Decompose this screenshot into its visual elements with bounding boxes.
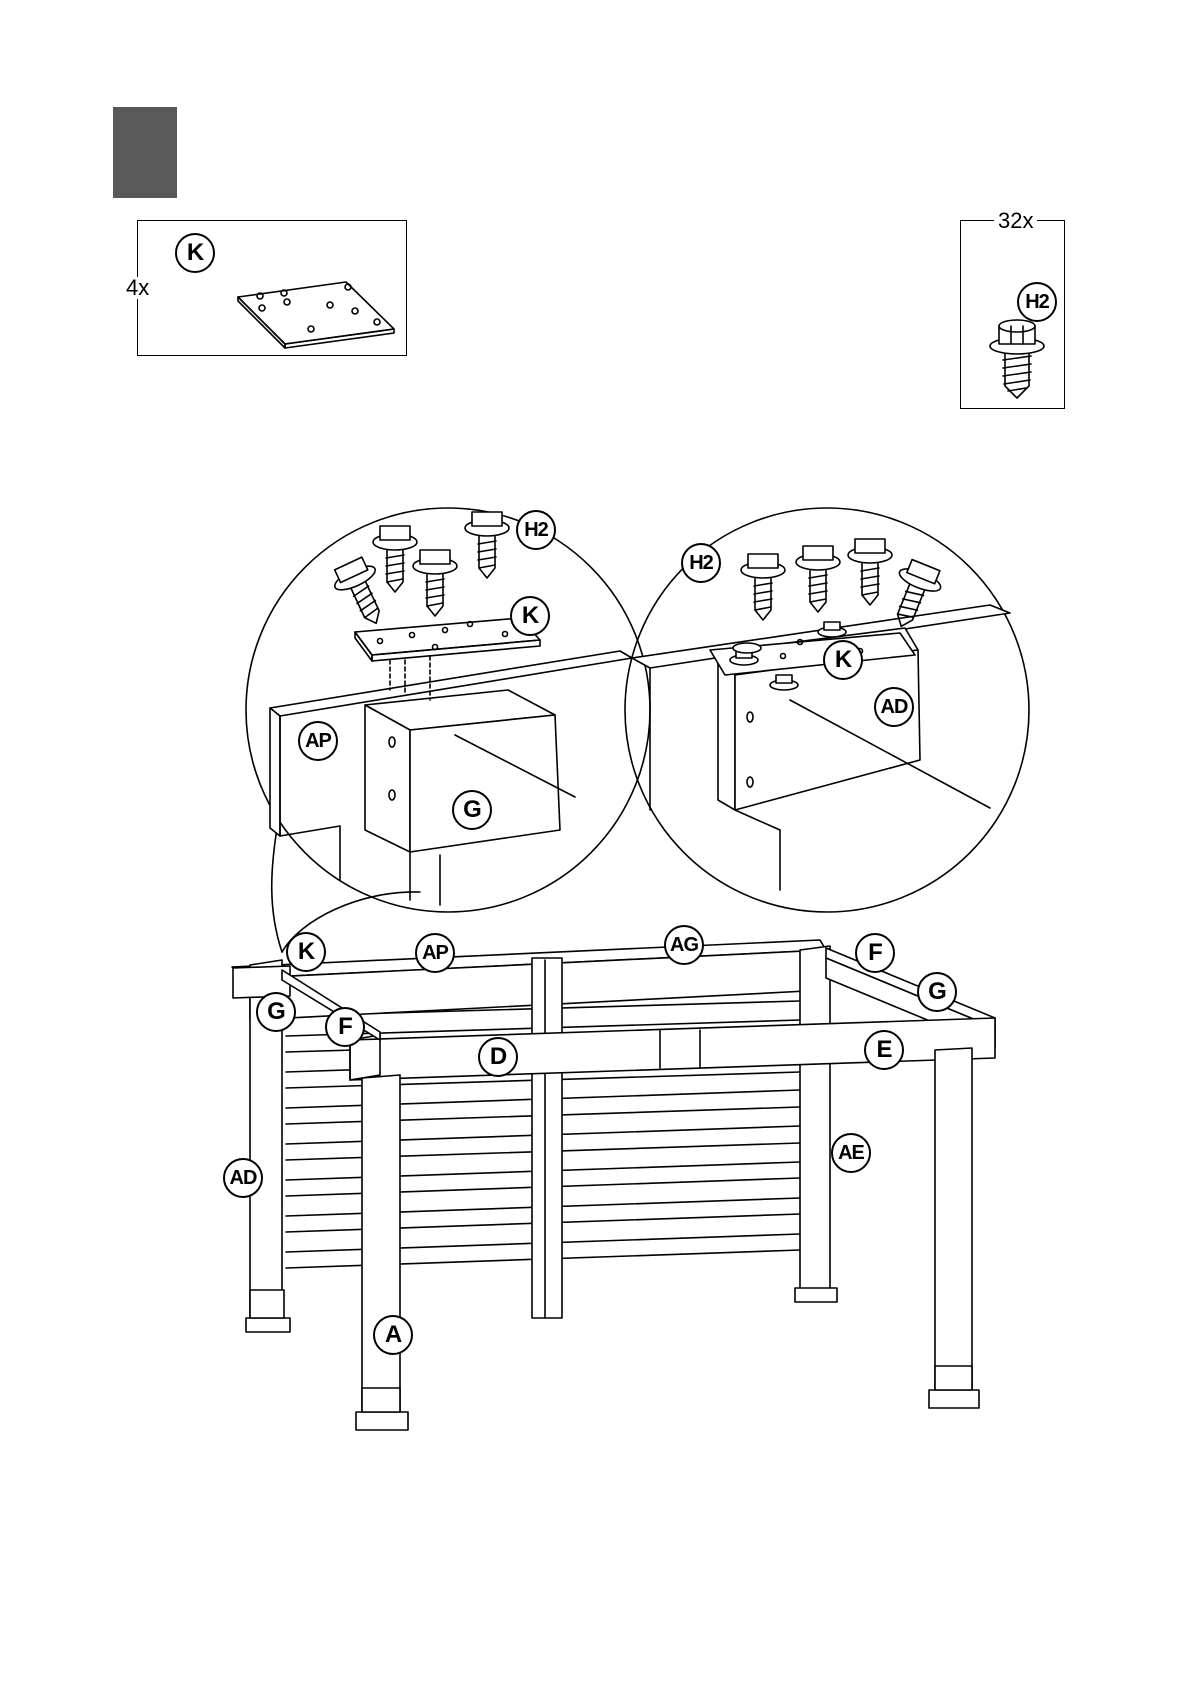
plate-illustration [238, 282, 394, 348]
assembly-label-ag: AG [664, 925, 704, 965]
detail-right-post-label: AD [874, 687, 914, 727]
detail-left-beam-label: AP [298, 721, 338, 761]
assembly-label-f-left: F [325, 1007, 365, 1047]
assembly-label-d: D [478, 1037, 518, 1077]
assembly-label-a: A [373, 1315, 413, 1355]
assembly-label-ad: AD [223, 1158, 263, 1198]
assembly-label-g-left: G [256, 992, 296, 1032]
detail-left-post-label: G [452, 790, 492, 830]
assembly-label-ae: AE [831, 1133, 871, 1173]
assembly-label-k: K [286, 932, 326, 972]
detail-left-plate-label: K [510, 596, 550, 636]
screw-illustration [990, 320, 1044, 398]
detail-right-screw-label: H2 [681, 543, 721, 583]
assembly-label-ap: AP [415, 933, 455, 973]
detail-right-plate-label: K [823, 640, 863, 680]
assembly-label-e: E [864, 1030, 904, 1070]
detail-left-screw-label: H2 [516, 510, 556, 550]
assembly-label-f-right: F [855, 933, 895, 973]
assembly-label-g-right: G [917, 972, 957, 1012]
